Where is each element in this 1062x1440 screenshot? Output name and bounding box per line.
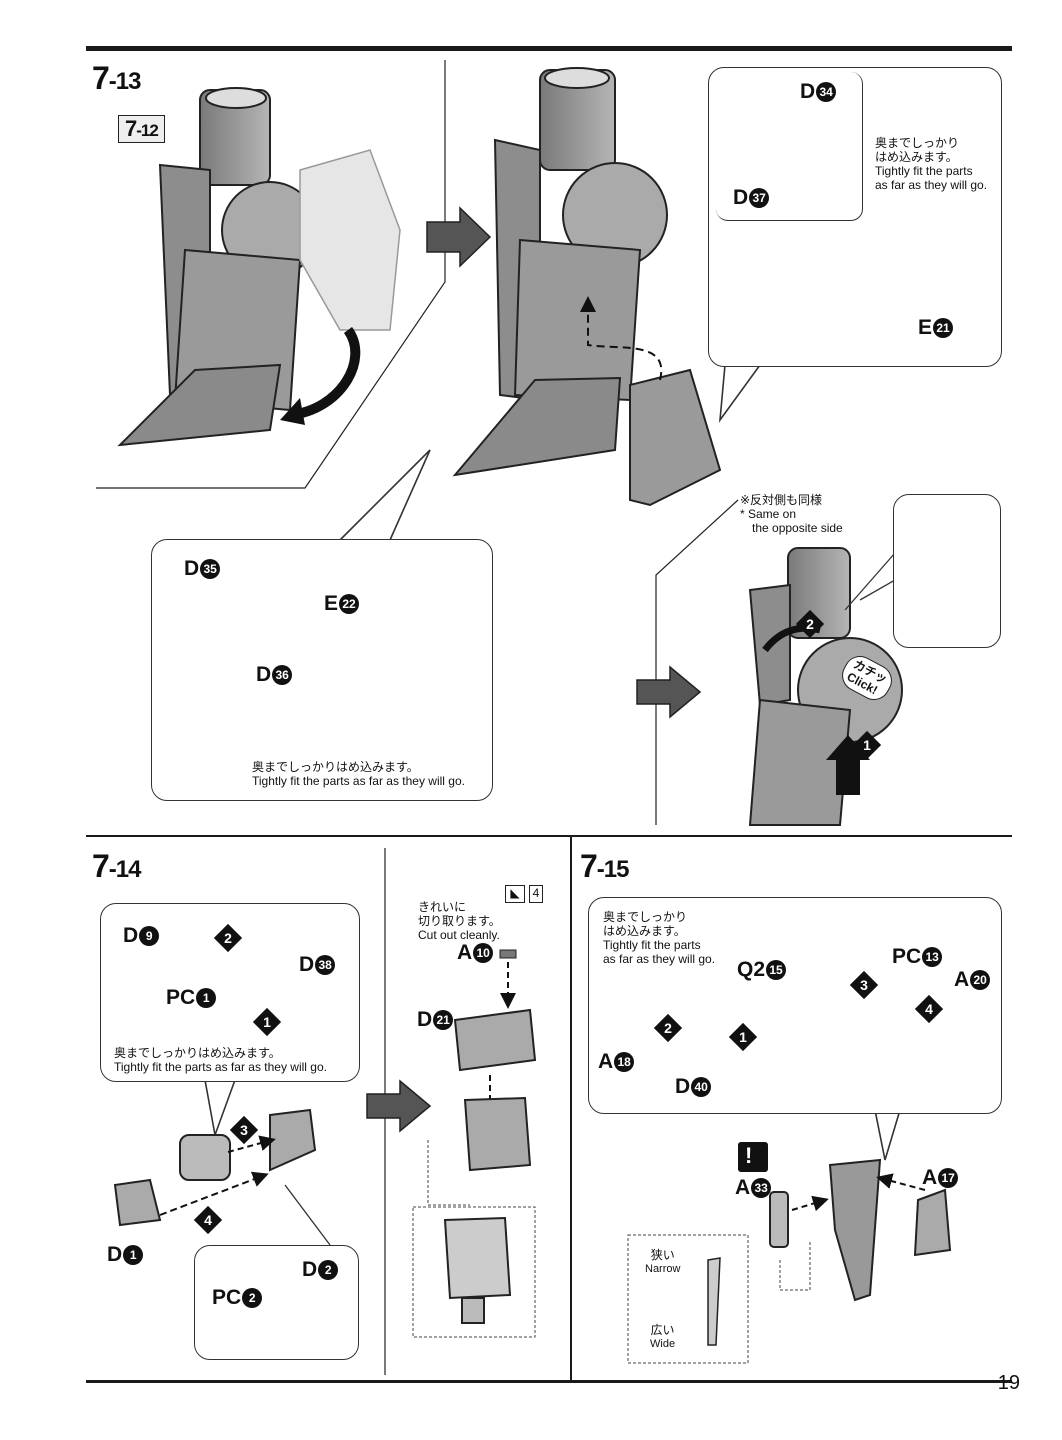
tool-icon-nipper: ◣ (505, 885, 525, 903)
note-fit-step14: 奥までしっかりはめ込みます。Tightly fit the parts as f… (114, 1046, 327, 1074)
inner-frame-d34-d37 (716, 72, 863, 221)
order-marker-4-step15: 4 (914, 994, 944, 1024)
tool-number: 4 (529, 885, 543, 903)
step-7-14-title: 7-14 (92, 848, 141, 884)
leg-assembly-before (117, 87, 401, 447)
page-number: 19 (997, 1372, 1020, 1394)
middle-rule (86, 835, 1012, 837)
note-fit-left-bubble: 奥までしっかりはめ込みます。Tightly fit the parts as f… (252, 760, 465, 788)
leg-click-view (748, 544, 903, 826)
warning-icon: ! (745, 1143, 753, 1168)
order-marker-3-step15: 3 (849, 970, 879, 1000)
step-7-12-reference: 7-12 (118, 115, 165, 143)
order-marker-3-step14: 3 (229, 1115, 259, 1145)
column-divider (570, 837, 572, 1380)
step-7-15-title: 7-15 (580, 848, 629, 884)
step14-right-parts (412, 949, 537, 1338)
order-marker-2-step14: 2 (213, 923, 243, 953)
order-marker-2-step15: 2 (653, 1013, 683, 1043)
note-cut-cleanly: きれいに切り取ります。Cut out cleanly. (418, 900, 501, 942)
top-rule (86, 46, 1012, 51)
order-marker-1-step14: 1 (252, 1007, 282, 1037)
order-marker-1-click: 1 (852, 730, 882, 760)
order-marker-1-step15: 1 (728, 1022, 758, 1052)
inset-bubble-opposite-side (893, 494, 1001, 648)
bottom-rule (86, 1380, 1012, 1383)
order-marker-4-step14: 4 (193, 1205, 223, 1235)
step-7-13-title: 7-13 (92, 60, 141, 96)
leg-assembly-after (452, 67, 722, 507)
detail-bubble-d35-d36-e22 (151, 539, 493, 801)
order-marker-2-click: 2 (795, 609, 825, 639)
